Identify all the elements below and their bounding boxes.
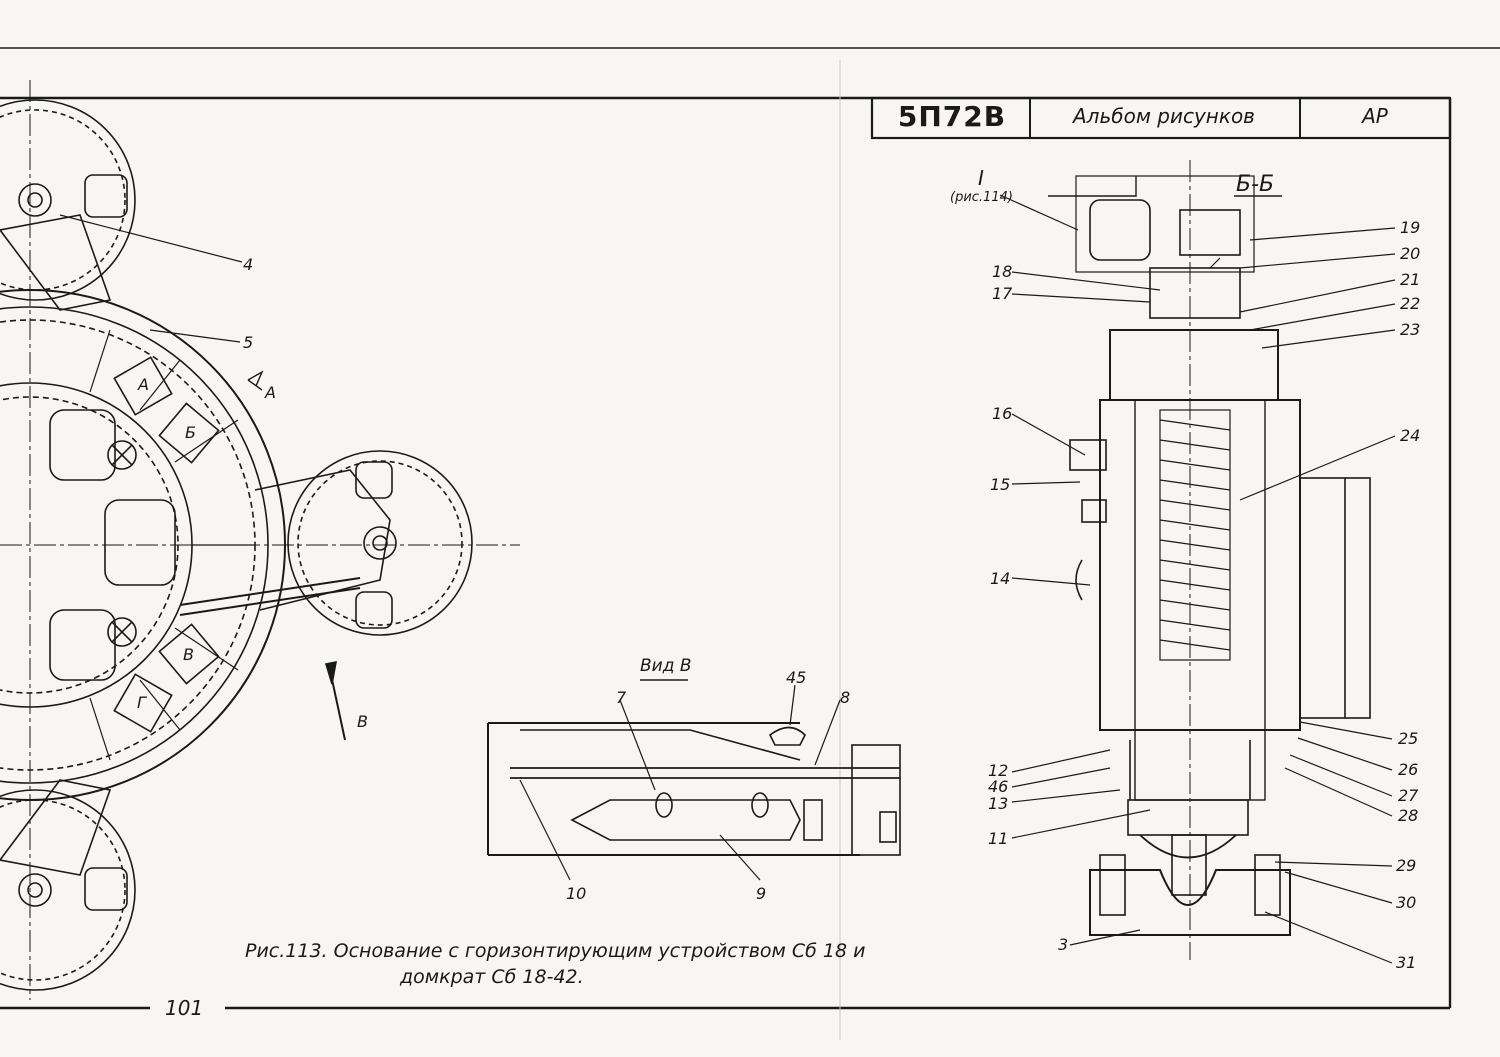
callout-15: 15 [990,475,1011,494]
marker-a: А [138,375,149,394]
view-b-label: Вид В [640,656,692,676]
arrow-b-label: В [357,712,368,731]
view-b-drawing [487,679,901,881]
callout-17: 17 [992,284,1013,303]
callout-31: 31 [1396,953,1417,972]
callout-5: 5 [243,333,254,352]
marker-b: Б [185,423,196,442]
figure-caption-line1: Рис.113. Основание с горизонтирующим уст… [245,940,866,962]
callout-10: 10 [566,884,587,903]
callout-9: 9 [756,884,767,903]
callout-19: 19 [1400,218,1421,237]
callout-21: 21 [1400,270,1421,289]
base-top-view [0,80,520,1000]
callout-29: 29 [1396,856,1417,875]
callout-14: 14 [990,569,1011,588]
callout-4: 4 [243,255,254,274]
callout-8: 8 [840,688,851,707]
callout-18: 18 [992,262,1013,281]
page-number: 101 [165,996,204,1020]
detail-ref-label: I [978,166,984,190]
album-title: Альбом рисунков [1073,104,1255,128]
detail-ref-note: (рис.114) [950,190,1013,205]
marker-g: Г [137,693,146,712]
jack-leaders-left [1011,271,1161,946]
arrow-a-label: А [265,383,276,402]
callout-26: 26 [1398,760,1419,779]
jack-leaders-right [1239,227,1396,964]
callout-22: 22 [1400,294,1421,313]
figure-caption-line2: домкрат Сб 18-42. [400,966,584,988]
callout-20: 20 [1400,244,1421,263]
callout-45: 45 [786,668,807,687]
document-code: АР [1362,104,1388,128]
callout-3: 3 [1058,935,1069,954]
section-label: Б-Б [1236,172,1275,197]
callout-24: 24 [1400,426,1421,445]
callout-11: 11 [988,829,1009,848]
callout-46: 46 [988,777,1009,796]
callout-23: 23 [1400,320,1421,339]
callout-7: 7 [616,688,627,707]
callout-30: 30 [1396,893,1417,912]
callout-25: 25 [1398,729,1419,748]
callout-16: 16 [992,404,1013,423]
callout-12: 12 [988,761,1009,780]
title-block [870,96,1452,140]
jack-section-drawing [1048,160,1371,960]
callout-13: 13 [988,794,1009,813]
marker-v: В [183,645,194,664]
callout-27: 27 [1398,786,1419,805]
drawing-code: 5П72В [897,100,1007,133]
callout-28: 28 [1398,806,1419,825]
